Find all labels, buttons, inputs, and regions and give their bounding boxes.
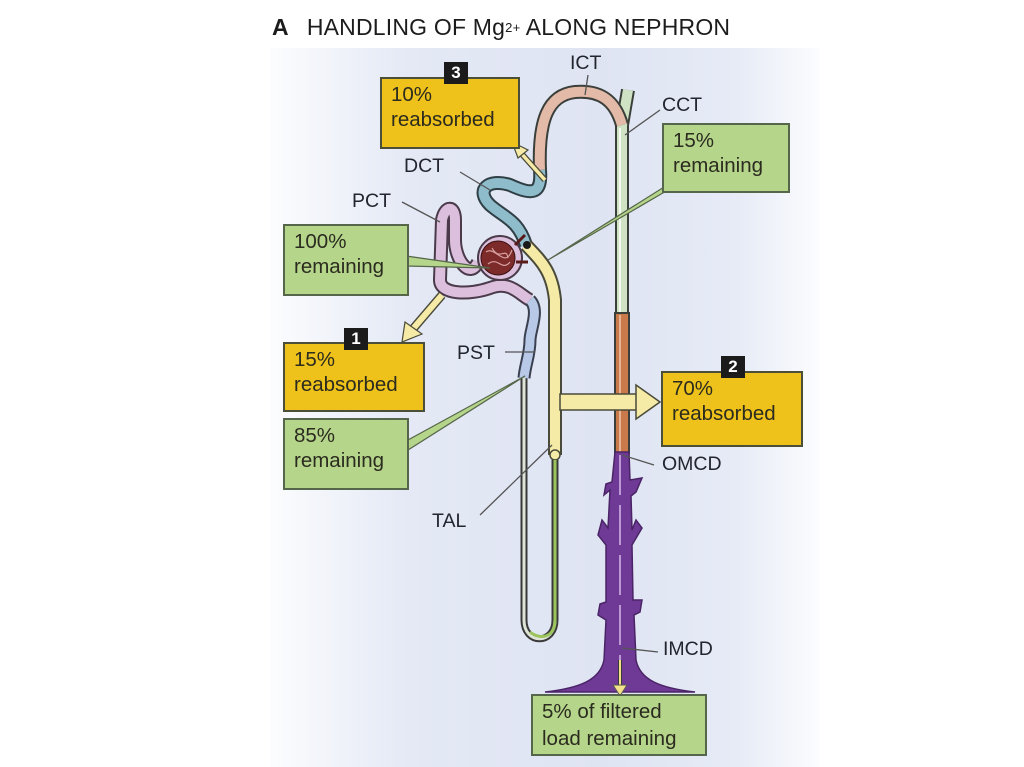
box-line-2: remaining [294, 449, 385, 472]
pointer-15-remaining [547, 180, 674, 261]
leader-lines [401, 74, 661, 653]
box-line-1: 15% [294, 348, 336, 371]
label-tal: TAL [432, 510, 467, 532]
box-15-reabsorbed: 15% reabsorbed [283, 342, 425, 412]
reabsorption-arrow-2 [559, 383, 662, 421]
title-text-1: HANDLING OF Mg [306, 14, 506, 40]
label-pst: PST [457, 342, 495, 364]
box-line-2: reabsorbed [294, 373, 398, 396]
box-70-reabsorbed: 70% reabsorbed [661, 371, 803, 447]
omcd-segment [614, 312, 630, 454]
step-badge-2: 2 [721, 356, 745, 378]
box-100-remaining: 100% remaining [283, 224, 409, 296]
box-10-reabsorbed: 10% reabsorbed [380, 77, 520, 149]
label-pct: PCT [352, 190, 391, 212]
label-cct: CCT [662, 94, 703, 116]
label-imcd: IMCD [663, 638, 713, 660]
title-text-2: ALONG NEPHRON [520, 14, 731, 40]
diagram-title: A HANDLING OF Mg2+ ALONG NEPHRON [272, 14, 730, 41]
label-omcd: OMCD [662, 453, 722, 475]
reabsorption-arrow-1 [401, 292, 446, 343]
box-line-2: reabsorbed [391, 108, 495, 131]
box-line-1: 10% [391, 83, 433, 106]
box-85-remaining: 85% remaining [283, 418, 409, 490]
label-ict: ICT [570, 52, 602, 74]
box-line-2: remaining [673, 154, 764, 177]
title-superscript: 2+ [505, 20, 521, 35]
box-line-1: 100% [294, 230, 347, 253]
box-line-1: 5% of filtered [542, 700, 662, 723]
glomerulus [477, 233, 531, 281]
box-line-2: reabsorbed [672, 402, 776, 425]
step-badge-3: 3 [444, 62, 468, 84]
box-5-percent-remaining: 5% of filtered load remaining [531, 694, 707, 756]
box-line-2: remaining [294, 255, 385, 278]
box-line-2: load remaining [542, 727, 677, 750]
box-line-1: 85% [294, 424, 336, 447]
pointer-85-remaining [407, 375, 526, 452]
box-15-remaining: 15% remaining [662, 123, 790, 193]
label-dct: DCT [404, 155, 445, 177]
box-line-1: 70% [672, 377, 714, 400]
step-badge-1: 1 [344, 328, 368, 350]
panel-letter: A [272, 14, 289, 40]
box-line-1: 15% [673, 129, 715, 152]
